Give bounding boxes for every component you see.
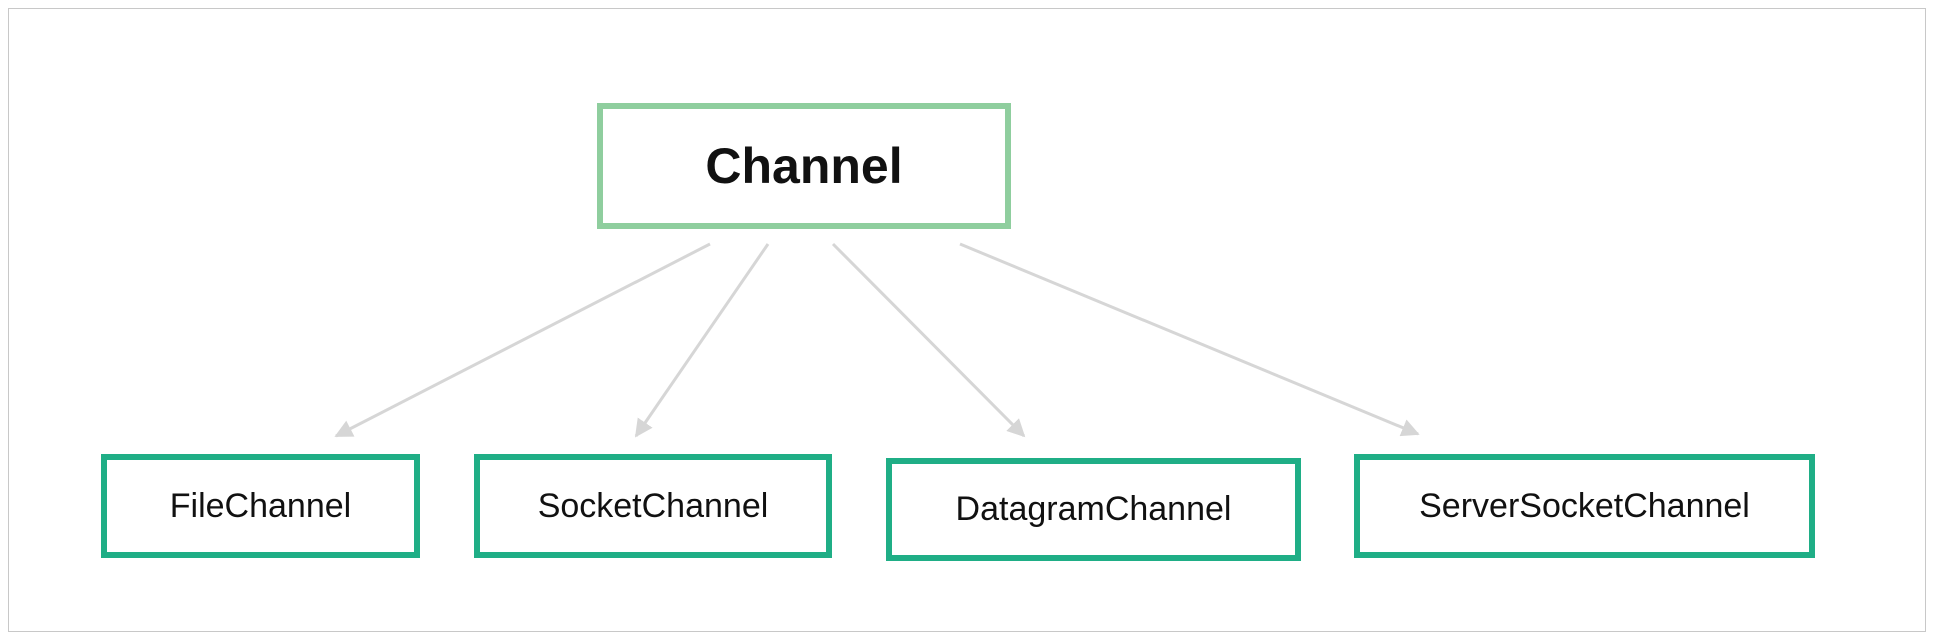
edge-channel-to-filechannel xyxy=(334,242,711,438)
node-filechannel-label: FileChannel xyxy=(169,486,352,525)
node-datagramchannel-label: DatagramChannel xyxy=(955,490,1232,528)
node-serversocketchannel-label: ServerSocketChannel xyxy=(1419,486,1750,525)
node-socketchannel-label: SocketChannel xyxy=(537,486,769,525)
node-datagramchannel: DatagramChannel xyxy=(886,458,1301,561)
edge-channel-to-serversocketchannel xyxy=(959,242,1420,437)
node-serversocketchannel: ServerSocketChannel xyxy=(1354,454,1815,558)
node-channel: Channel xyxy=(597,103,1011,229)
edge-channel-to-socketchannel xyxy=(634,243,770,438)
node-channel-label: Channel xyxy=(705,138,903,194)
node-socketchannel: SocketChannel xyxy=(474,454,832,558)
edge-channel-to-datagramchannel xyxy=(831,242,1026,438)
node-filechannel: FileChannel xyxy=(101,454,420,558)
